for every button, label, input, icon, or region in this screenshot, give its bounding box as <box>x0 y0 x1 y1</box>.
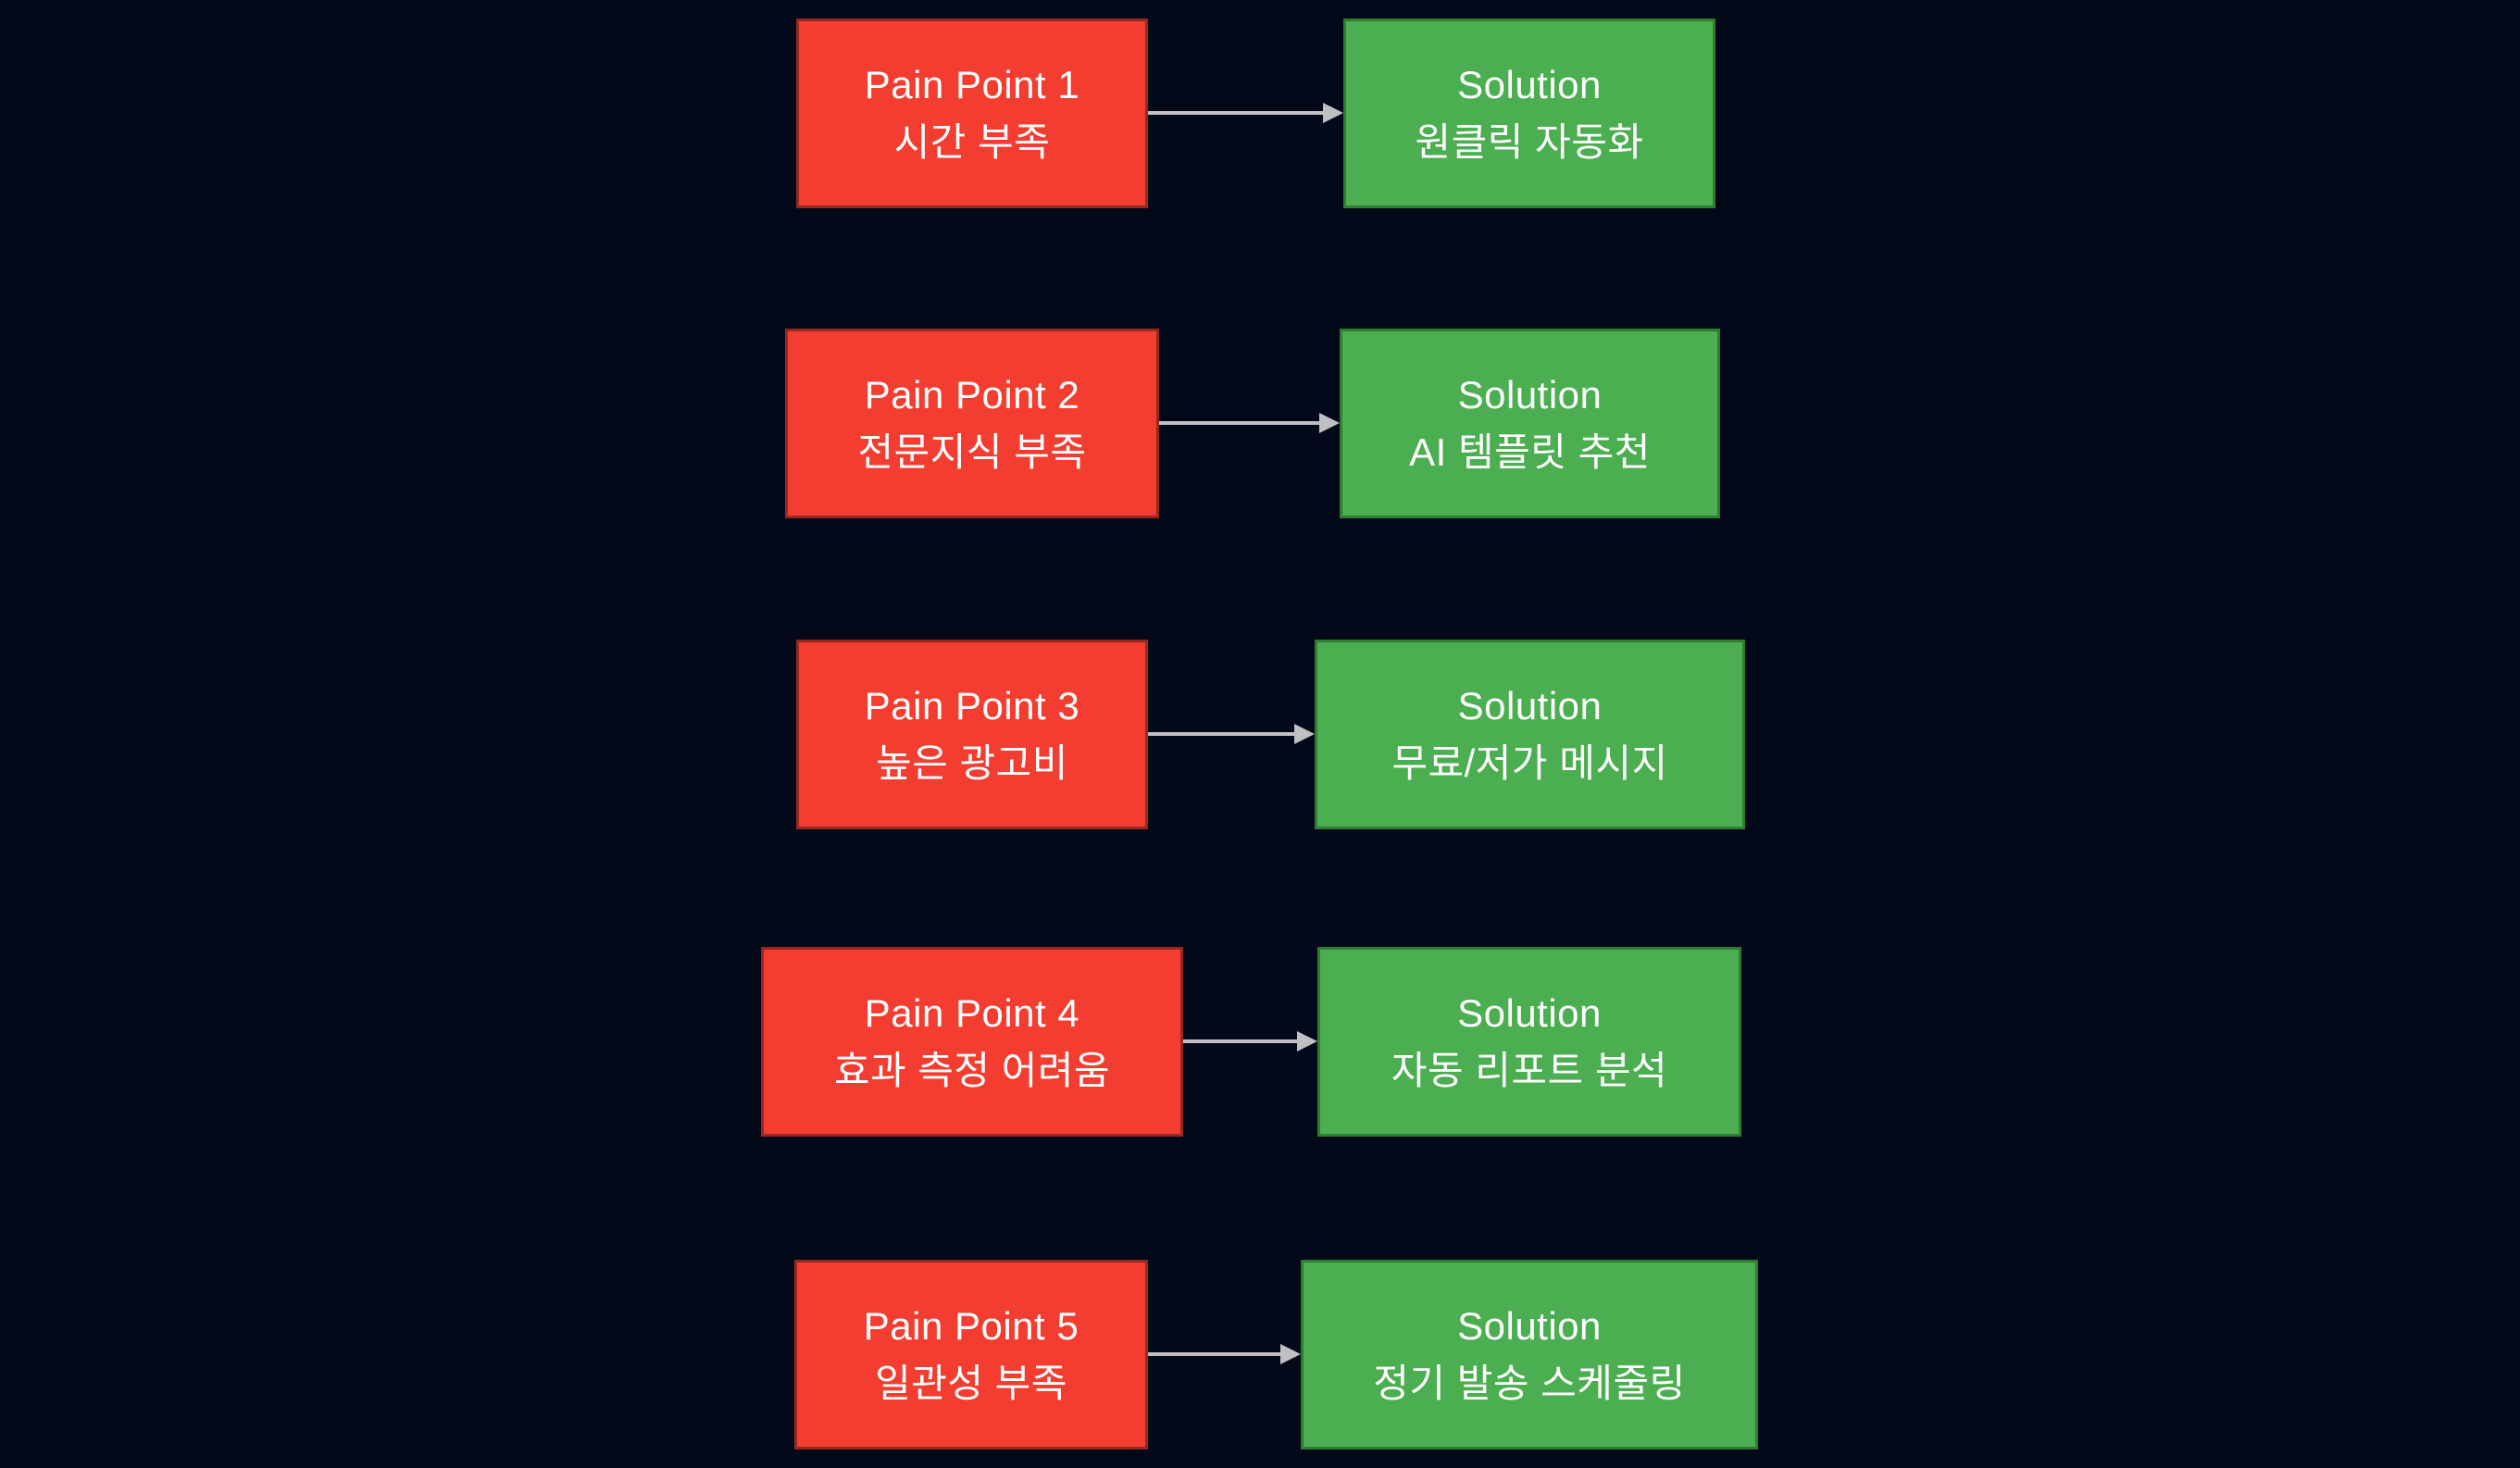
arrow-line-4 <box>1183 1039 1299 1043</box>
arrow-line-2 <box>1159 421 1321 425</box>
arrow-line-5 <box>1148 1352 1282 1356</box>
solution-2-title: Solution <box>1457 372 1603 417</box>
solution-1-node: Solution 원클릭 자동화 <box>1343 19 1715 208</box>
arrow-head-5-icon <box>1280 1344 1301 1364</box>
solution-3-title: Solution <box>1457 683 1603 728</box>
solution-5-node: Solution 정기 발송 스케줄링 <box>1301 1260 1758 1449</box>
pain-point-1-node: Pain Point 1 시간 부족 <box>796 19 1148 208</box>
pain-point-3-label: 높은 광고비 <box>876 740 1068 785</box>
pain-point-1-title: Pain Point 1 <box>864 62 1080 106</box>
arrow-head-2-icon <box>1319 413 1340 433</box>
arrow-line-1 <box>1148 111 1325 115</box>
pain-point-5-node: Pain Point 5 일관성 부족 <box>794 1260 1148 1449</box>
arrow-line-3 <box>1148 732 1296 736</box>
solution-3-node: Solution 무료/저가 메시지 <box>1315 640 1745 829</box>
solution-2-label: AI 템플릿 추천 <box>1409 429 1651 474</box>
pain-point-4-title: Pain Point 4 <box>864 990 1080 1035</box>
solution-5-label: 정기 발송 스케줄링 <box>1373 1361 1686 1405</box>
solution-5-title: Solution <box>1457 1303 1602 1348</box>
pain-point-4-node: Pain Point 4 효과 측정 어려움 <box>761 947 1183 1137</box>
pain-point-5-title: Pain Point 5 <box>863 1303 1079 1348</box>
solution-4-label: 자동 리포트 분석 <box>1391 1048 1668 1092</box>
arrow-head-3-icon <box>1294 724 1315 744</box>
solution-3-label: 무료/저가 메시지 <box>1391 740 1668 785</box>
pain-point-3-title: Pain Point 3 <box>864 683 1080 728</box>
solution-1-label: 원클릭 자동화 <box>1415 119 1644 164</box>
solution-4-node: Solution 자동 리포트 분석 <box>1317 947 1741 1137</box>
pain-point-2-label: 전문지식 부족 <box>857 429 1087 474</box>
pain-point-1-label: 시간 부족 <box>893 119 1051 164</box>
solution-1-title: Solution <box>1457 62 1602 106</box>
solution-4-title: Solution <box>1457 990 1602 1035</box>
pain-point-2-node: Pain Point 2 전문지식 부족 <box>785 329 1159 518</box>
pain-point-2-title: Pain Point 2 <box>864 372 1080 417</box>
arrow-head-1-icon <box>1323 103 1343 123</box>
pain-point-3-node: Pain Point 3 높은 광고비 <box>796 640 1148 829</box>
pain-point-5-label: 일관성 부족 <box>875 1361 1067 1405</box>
pain-point-4-label: 효과 측정 어려움 <box>833 1048 1111 1092</box>
solution-2-node: Solution AI 템플릿 추천 <box>1340 329 1720 518</box>
arrow-head-4-icon <box>1297 1031 1317 1051</box>
